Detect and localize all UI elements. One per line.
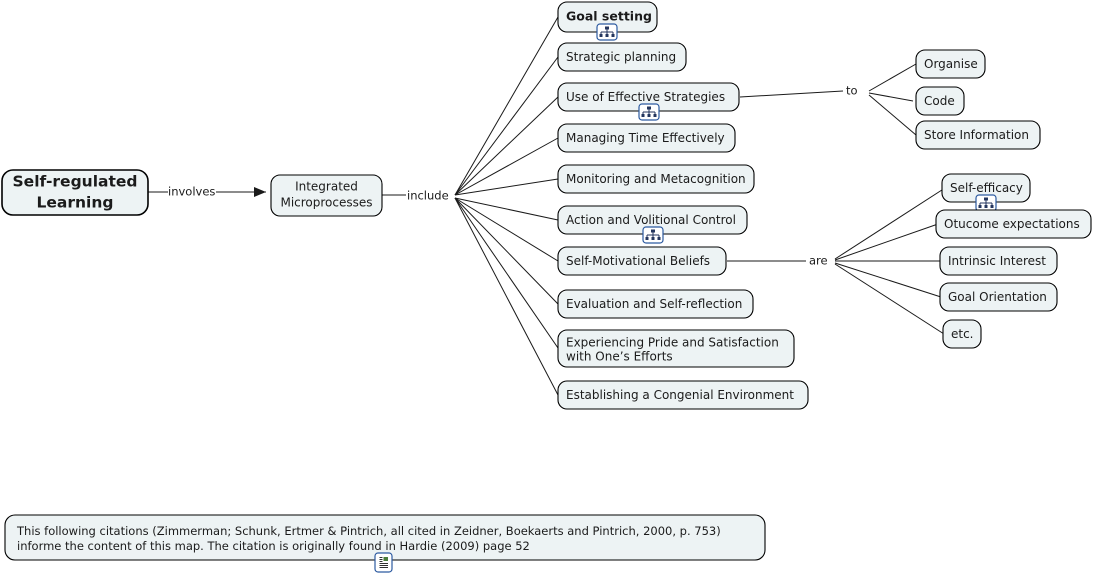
node-integrated-label-line1: Integrated (295, 180, 358, 194)
node-code-box[interactable] (915, 86, 965, 116)
node-monitoring-and-metacognition-box[interactable] (557, 164, 755, 194)
node-self-efficacy-label: Self-efficacy (950, 181, 1023, 195)
citation-note-line2: informe the content of this map. The cit… (17, 539, 530, 553)
node-intrinsic-interest-box[interactable] (939, 246, 1058, 276)
edge-strategies-to-label (739, 90, 844, 98)
node-goal-setting[interactable]: Goal setting (557, 1, 658, 41)
edge-are-selfefficacy (834, 187, 946, 260)
node-outcome-expectations[interactable]: Otucome expectations (935, 209, 1092, 239)
edge-to-organise (868, 63, 917, 92)
node-managing-time-effectively-box[interactable] (557, 123, 736, 153)
node-experiencing-pride-label-line1: Experiencing Pride and Satisfaction (566, 336, 779, 350)
node-experiencing-pride-and-satisfaction[interactable]: Experiencing Pride and Satisfaction with… (557, 329, 795, 368)
hierarchy-icon[interactable] (642, 226, 664, 244)
node-self-regulated-learning[interactable]: Self-regulated Learning (1, 169, 149, 216)
node-self-motivational-beliefs-label: Self-Motivational Beliefs (566, 254, 710, 268)
hierarchy-icon[interactable] (596, 23, 618, 41)
node-store-information-label: Store Information (924, 128, 1029, 142)
node-establishing-congenial-environment-label: Establishing a Congenial Environment (566, 388, 794, 402)
node-intrinsic-interest-label: Intrinsic Interest (948, 254, 1046, 268)
edge-include-5 (454, 178, 559, 196)
node-self-motivational-beliefs-box[interactable] (557, 246, 727, 276)
edge-group (148, 16, 946, 396)
arrowhead-involves (254, 187, 266, 197)
node-etc-box[interactable] (942, 319, 982, 349)
edge-to-store (868, 94, 917, 136)
edge-include-3 (454, 96, 559, 196)
node-monitoring-and-metacognition[interactable]: Monitoring and Metacognition (557, 164, 755, 194)
edge-include-8 (454, 197, 559, 305)
edge-include-10 (454, 197, 559, 396)
node-experiencing-pride-label-line2: with One’s Efforts (566, 350, 673, 364)
node-goal-orientation-label: Goal Orientation (948, 290, 1047, 304)
node-store-information-box[interactable] (915, 120, 1041, 150)
node-intrinsic-interest[interactable]: Intrinsic Interest (939, 246, 1058, 276)
node-organise-box[interactable] (915, 49, 986, 79)
node-store-information[interactable]: Store Information (915, 120, 1041, 150)
edge-include-6 (454, 197, 559, 221)
node-goal-orientation-box[interactable] (939, 282, 1058, 312)
node-integrated-microprocesses[interactable]: Integrated Microprocesses (270, 174, 383, 217)
node-monitoring-and-metacognition-label: Monitoring and Metacognition (566, 172, 746, 186)
link-label-involves: involves (168, 185, 215, 199)
document-resource-icon[interactable] (374, 552, 393, 573)
node-organise[interactable]: Organise (915, 49, 986, 79)
node-self-efficacy[interactable]: Self-efficacy (941, 173, 1031, 212)
node-experiencing-pride-box[interactable] (557, 329, 795, 368)
node-self-motivational-beliefs[interactable]: Self-Motivational Beliefs (557, 246, 727, 276)
node-action-and-volitional-control-label: Action and Volitional Control (566, 213, 736, 227)
node-etc[interactable]: etc. (942, 319, 982, 349)
edge-include-9 (454, 197, 559, 349)
edge-include-7 (454, 197, 559, 262)
node-root-box[interactable] (1, 169, 149, 216)
link-label-to: to (846, 84, 858, 98)
node-evaluation-and-self-reflection[interactable]: Evaluation and Self-reflection (557, 289, 754, 319)
node-organise-label: Organise (924, 57, 978, 71)
edge-are-goalorientation (834, 262, 942, 298)
node-establishing-congenial-environment[interactable]: Establishing a Congenial Environment (557, 380, 809, 410)
edge-are-etc (834, 263, 945, 335)
link-label-are: are (809, 254, 828, 268)
node-strategic-planning-label: Strategic planning (566, 50, 676, 64)
hierarchy-icon[interactable] (975, 194, 997, 212)
node-establishing-congenial-environment-box[interactable] (557, 380, 809, 410)
node-outcome-expectations-label: Otucome expectations (944, 217, 1080, 231)
node-code[interactable]: Code (915, 86, 965, 116)
node-action-and-volitional-control[interactable]: Action and Volitional Control (557, 205, 748, 244)
citation-note[interactable]: This following citations (Zimmerman; Sch… (4, 514, 766, 573)
edge-are-outcome (834, 223, 939, 261)
node-strategic-planning-box[interactable] (557, 42, 687, 72)
node-evaluation-and-self-reflection-box[interactable] (557, 289, 754, 319)
edge-include-2 (454, 56, 559, 196)
edge-include-1 (454, 16, 559, 196)
edge-to-code (868, 92, 914, 102)
node-goal-setting-label: Goal setting (566, 9, 652, 24)
node-strategic-planning[interactable]: Strategic planning (557, 42, 687, 72)
node-root-label-line2: Learning (37, 194, 114, 212)
hierarchy-icon[interactable] (638, 103, 660, 121)
node-etc-label: etc. (951, 327, 974, 341)
node-use-of-effective-strategies[interactable]: Use of Effective Strategies (557, 82, 740, 121)
node-managing-time-effectively[interactable]: Managing Time Effectively (557, 123, 736, 153)
node-code-label: Code (924, 94, 955, 108)
node-goal-orientation[interactable]: Goal Orientation (939, 282, 1058, 312)
link-label-include: include (407, 189, 449, 203)
node-use-of-effective-strategies-label: Use of Effective Strategies (566, 90, 725, 104)
edge-include-4 (454, 137, 559, 196)
node-managing-time-effectively-label: Managing Time Effectively (566, 131, 725, 145)
citation-note-line1: This following citations (Zimmerman; Sch… (16, 524, 721, 538)
node-outcome-expectations-box[interactable] (935, 209, 1092, 239)
node-evaluation-and-self-reflection-label: Evaluation and Self-reflection (566, 297, 742, 311)
node-integrated-box[interactable] (270, 174, 383, 217)
node-integrated-label-line2: Microprocesses (280, 196, 372, 210)
node-root-label-line1: Self-regulated (13, 173, 138, 191)
